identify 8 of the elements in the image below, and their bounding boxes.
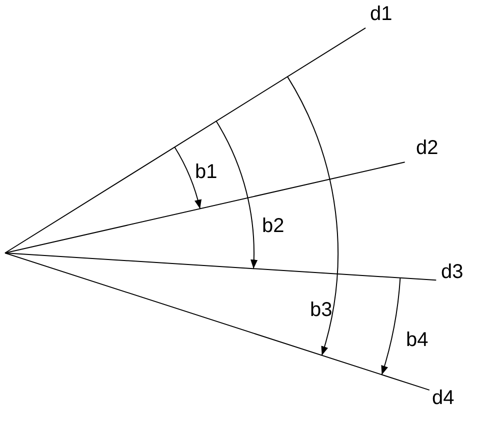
- angle-label: b2: [262, 216, 284, 236]
- angle-label: d2: [416, 138, 438, 158]
- angle-label: b3: [310, 300, 332, 320]
- angle-label: d4: [432, 388, 454, 408]
- angle-label: d1: [370, 4, 392, 24]
- angle-label: b4: [406, 330, 428, 350]
- angle-label: b1: [195, 162, 218, 182]
- angle-label: d3: [441, 262, 464, 282]
